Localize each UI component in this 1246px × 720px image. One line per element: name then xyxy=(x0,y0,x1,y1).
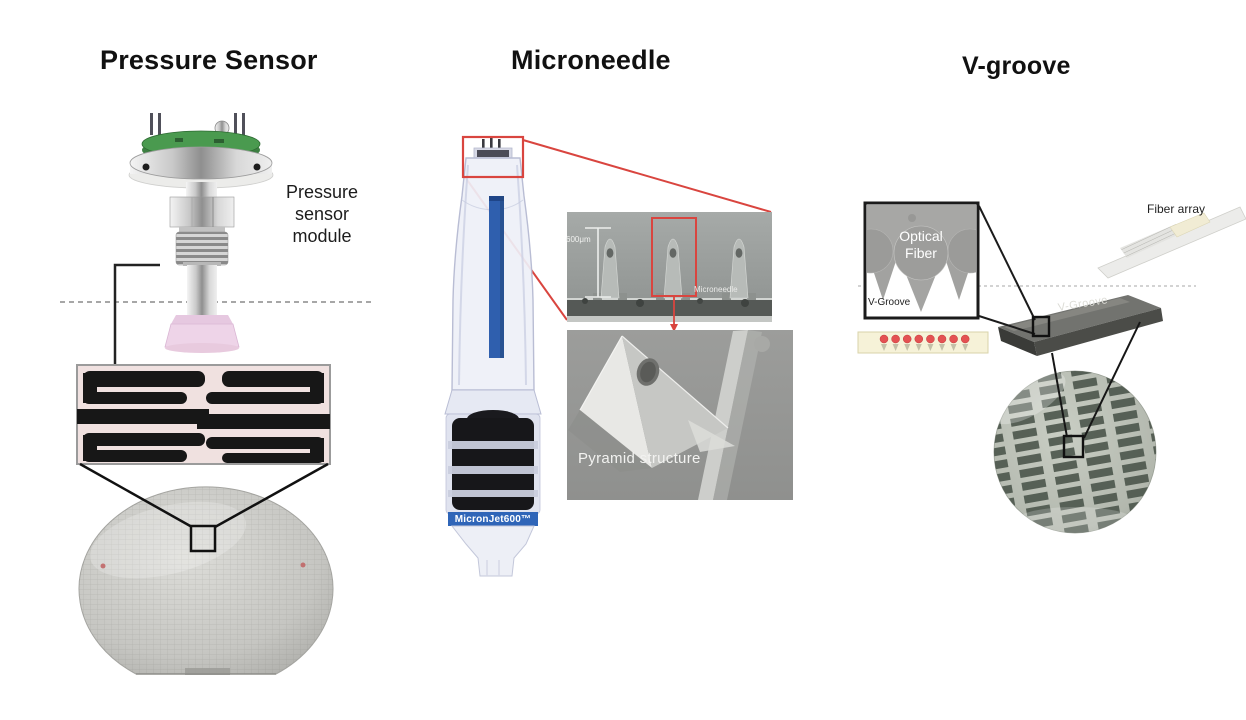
microneedle-title: Microneedle xyxy=(511,45,671,75)
wafer-highlight-square xyxy=(189,524,217,553)
fiber-array-graphic xyxy=(1097,206,1246,279)
chip-callout-line-right xyxy=(214,462,329,529)
wafer-callout-line-left xyxy=(1051,352,1068,438)
module-callout-line xyxy=(113,263,160,365)
red-callout-line-top xyxy=(522,139,772,213)
sem-scale-label: 600μm xyxy=(566,235,591,244)
pressure-sensor-module-photo xyxy=(128,113,274,353)
v-groove-inset-label: V-Groove xyxy=(868,297,911,308)
v-groove-chip-label: V-Groove xyxy=(1057,294,1109,314)
pressure-wafer-photo xyxy=(78,486,334,675)
inset-callout-line-top xyxy=(978,205,1036,321)
wafer-highlight-square-right xyxy=(1062,434,1085,459)
piezoresistor-chip-image xyxy=(76,364,331,465)
chip-callout-line-left xyxy=(79,462,193,529)
v-groove-wafer-photo xyxy=(990,370,1157,534)
sem-microneedle-array-image xyxy=(567,212,772,332)
fiber-dots-strip xyxy=(857,331,989,354)
chip-highlight-square xyxy=(1031,315,1051,338)
sem-pyramid-image xyxy=(567,330,793,500)
wafer-callout-line-right xyxy=(1083,321,1141,439)
v-groove-title: V-groove xyxy=(962,52,1071,80)
fiber-array-label: Fiber array xyxy=(1147,202,1206,216)
red-arrowhead xyxy=(670,324,678,332)
optical-fiber-label: Optical Fiber xyxy=(899,228,943,261)
pyramid-structure-label: Pyramid structure xyxy=(578,450,701,467)
syringe-tip-highlight-box xyxy=(461,135,525,179)
sem-microneedle-label: Microneedle xyxy=(694,285,738,294)
red-callout-line-bottom xyxy=(464,176,568,321)
inset-callout-line-bottom xyxy=(978,315,1036,335)
microneedle-figure xyxy=(444,135,793,577)
needle-highlight-box xyxy=(651,217,697,297)
pressure-sensor-title: Pressure Sensor xyxy=(100,45,318,75)
micronjet-brand-label: MicronJet600™ xyxy=(454,514,532,525)
syringe-photo xyxy=(444,137,542,577)
pressure-module-caption: Pressure sensor module xyxy=(285,182,359,246)
